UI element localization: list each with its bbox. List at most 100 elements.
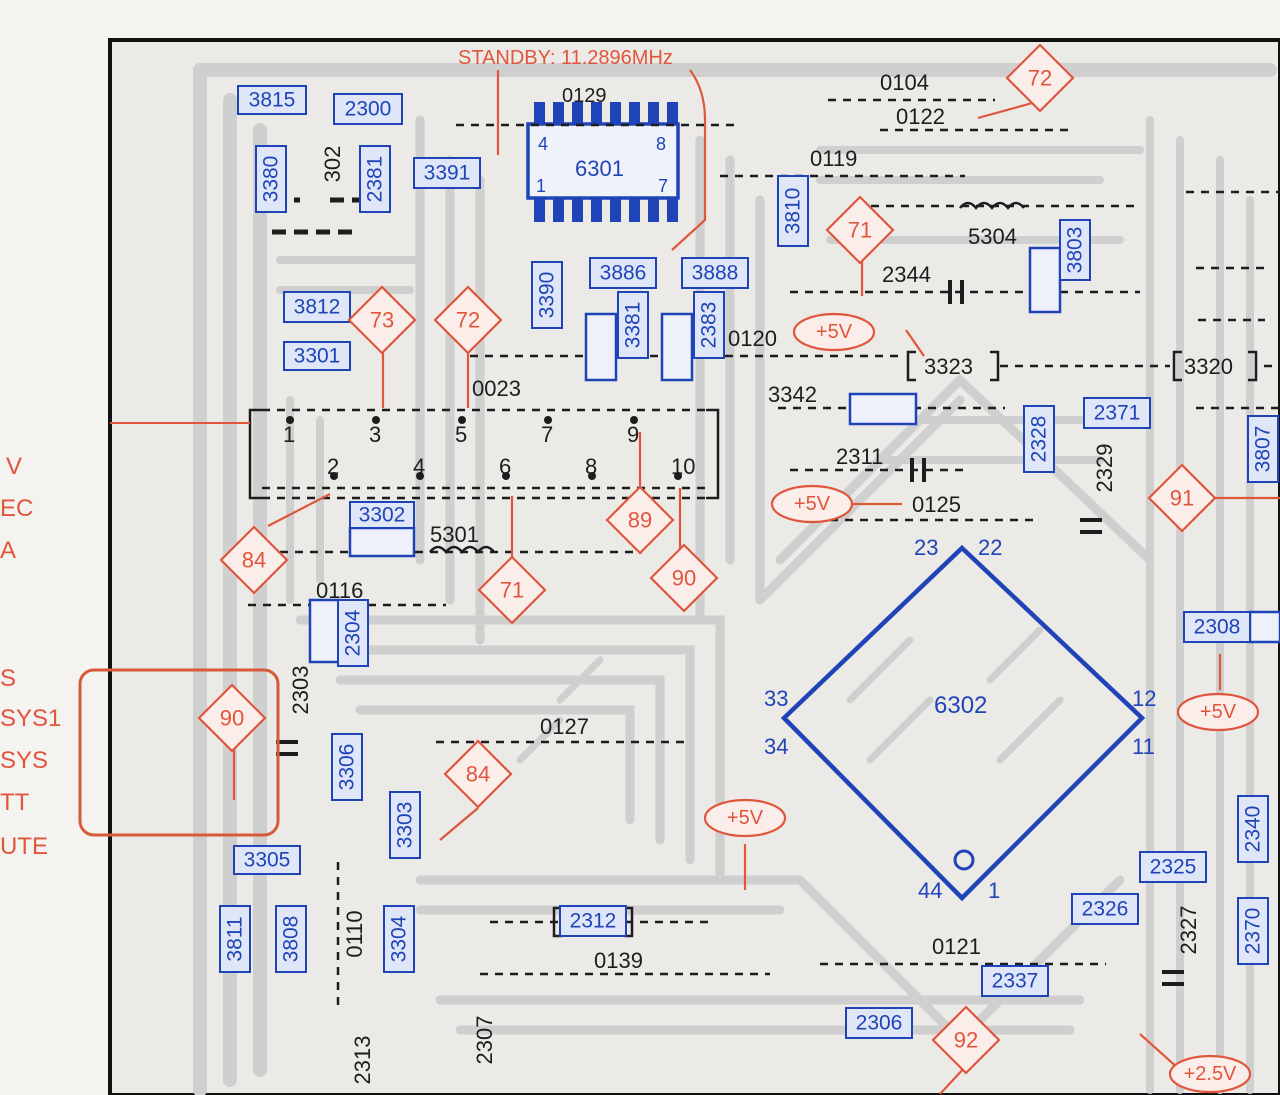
connector-pin-1: 1 bbox=[283, 422, 295, 447]
marker-72: 72 bbox=[1005, 43, 1075, 113]
component-label-3391: 3391 bbox=[424, 162, 471, 185]
voltage-label: +5V bbox=[703, 798, 787, 838]
component-3808: 3808 bbox=[275, 905, 307, 973]
marker-71: 71 bbox=[825, 195, 895, 265]
highlight-box bbox=[78, 668, 280, 837]
component-label-3808: 3808 bbox=[280, 916, 303, 963]
component-label-3886: 3886 bbox=[600, 262, 647, 285]
component-label-2381: 2381 bbox=[364, 156, 387, 203]
ic-6302-pin-12: 12 bbox=[1132, 686, 1156, 711]
component-3811: 3811 bbox=[219, 905, 251, 973]
component-label-2337: 2337 bbox=[992, 970, 1039, 993]
component-label-2325: 2325 bbox=[1150, 856, 1197, 879]
component-label-2326: 2326 bbox=[1082, 898, 1129, 921]
label-0129: 0129 bbox=[562, 85, 607, 107]
label-3320: 3320 bbox=[1184, 354, 1233, 379]
label-0121: 0121 bbox=[932, 934, 981, 959]
voltage-label: +5V bbox=[1176, 692, 1260, 732]
voltage-label: +5V bbox=[770, 484, 854, 524]
label-5304: 5304 bbox=[968, 224, 1017, 249]
svg-text:84: 84 bbox=[242, 548, 266, 573]
label-5301: 5301 bbox=[430, 522, 479, 547]
component-2383: 2383 bbox=[693, 291, 725, 359]
signal-label: A bbox=[0, 537, 16, 564]
component-label-3302: 3302 bbox=[359, 504, 406, 527]
svg-text:+5V: +5V bbox=[727, 807, 764, 829]
component-label-3304: 3304 bbox=[388, 915, 411, 962]
label-0104: 0104 bbox=[880, 70, 929, 95]
svg-text:72: 72 bbox=[1028, 66, 1052, 91]
component-3810: 3810 bbox=[777, 175, 809, 247]
component-2370: 2370 bbox=[1237, 897, 1269, 965]
signal-label: UTE bbox=[0, 833, 48, 860]
marker-91: 91 bbox=[1147, 463, 1217, 533]
svg-text:90: 90 bbox=[220, 706, 244, 731]
svg-text:73: 73 bbox=[370, 308, 394, 333]
label-0120: 0120 bbox=[728, 326, 777, 351]
label-2313: 2313 bbox=[350, 1036, 375, 1085]
ic-6302-pin-33: 33 bbox=[764, 686, 788, 711]
component-label-3888: 3888 bbox=[692, 262, 739, 285]
marker-92: 92 bbox=[931, 1005, 1001, 1075]
connector-pin-2: 2 bbox=[327, 454, 339, 479]
component-2328: 2328 bbox=[1023, 405, 1055, 473]
component-label-2370: 2370 bbox=[1242, 908, 1265, 955]
svg-text:71: 71 bbox=[848, 218, 872, 243]
component-2306: 2306 bbox=[845, 1007, 913, 1039]
ic-6301: 6301 4 8 1 7 0129 bbox=[526, 85, 680, 222]
ic-6301-label: 6301 bbox=[575, 156, 624, 181]
component-label-3812: 3812 bbox=[294, 296, 341, 319]
label-0116: 0116 bbox=[316, 578, 363, 603]
component-label-3810: 3810 bbox=[782, 188, 805, 235]
component-2381: 2381 bbox=[359, 145, 391, 213]
svg-text:91: 91 bbox=[1170, 486, 1194, 511]
component-2308: 2308 bbox=[1183, 611, 1251, 643]
component-2337: 2337 bbox=[981, 965, 1049, 997]
ic-6302-pin-22: 22 bbox=[978, 535, 1002, 560]
component-3380: 3380 bbox=[255, 145, 287, 213]
ic-6302-pin-23: 23 bbox=[914, 535, 938, 560]
component-3301: 3301 bbox=[283, 341, 351, 371]
connector-pin-4: 4 bbox=[413, 454, 425, 479]
label-0122: 0122 bbox=[896, 104, 945, 129]
label-0023: 0023 bbox=[472, 376, 521, 401]
component-2304: 2304 bbox=[337, 599, 369, 667]
svg-text:71: 71 bbox=[500, 578, 524, 603]
marker-90: 90 bbox=[197, 683, 267, 753]
component-3391: 3391 bbox=[413, 157, 481, 189]
component-3812: 3812 bbox=[283, 291, 351, 323]
component-3886: 3886 bbox=[589, 257, 657, 289]
ic-6301-pin-4: 4 bbox=[538, 134, 548, 154]
component-3390: 3390 bbox=[531, 261, 563, 329]
component-3807: 3807 bbox=[1247, 415, 1279, 483]
label-2311: 2311 bbox=[836, 444, 883, 469]
component-label-3815: 3815 bbox=[249, 89, 296, 112]
voltage-layer: +5V+5V+5V+5V+2.5V bbox=[703, 312, 1260, 1094]
component-3381: 3381 bbox=[617, 291, 649, 359]
ic-6301-pin-8: 8 bbox=[656, 134, 666, 154]
marker-84: 84 bbox=[219, 525, 289, 595]
ic-6301-pin-7: 7 bbox=[658, 176, 668, 196]
marker-72: 72 bbox=[433, 285, 503, 355]
component-label-3811: 3811 bbox=[224, 916, 247, 961]
component-2325: 2325 bbox=[1139, 851, 1207, 883]
svg-text:84: 84 bbox=[466, 762, 490, 787]
svg-text:92: 92 bbox=[954, 1028, 978, 1053]
signal-label: V bbox=[6, 453, 22, 480]
standby-note: STANDBY: 11.2896MHz bbox=[458, 47, 673, 69]
ic-6302-pin-11: 11 bbox=[1132, 734, 1155, 759]
svg-text:+5V: +5V bbox=[794, 493, 831, 515]
component-3888: 3888 bbox=[681, 257, 749, 289]
component-2300: 2300 bbox=[333, 93, 403, 125]
marker-73: 73 bbox=[347, 285, 417, 355]
component-label-3390: 3390 bbox=[536, 272, 559, 319]
label-0127: 0127 bbox=[540, 714, 589, 739]
component-label-3306: 3306 bbox=[336, 744, 359, 791]
label-2327: 2327 bbox=[1176, 906, 1201, 955]
label-2344: 2344 bbox=[882, 262, 931, 287]
component-3803: 3803 bbox=[1059, 219, 1091, 281]
component-3304: 3304 bbox=[383, 905, 415, 973]
